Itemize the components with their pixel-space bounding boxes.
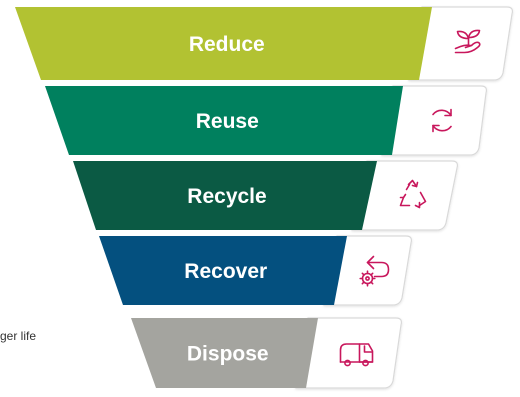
return-arrow-gear-icon bbox=[359, 255, 390, 287]
plant-in-hand-icon bbox=[454, 29, 481, 54]
icon-tab-reduce bbox=[408, 6, 514, 81]
side-caption-fragment: ger life bbox=[0, 329, 37, 343]
tier-reduce bbox=[15, 7, 432, 80]
tier-recycle bbox=[73, 161, 377, 230]
tier-label-recover: Recover bbox=[184, 260, 267, 283]
tier-label-reduce: Reduce bbox=[189, 33, 265, 56]
circular-arrows-icon bbox=[432, 108, 452, 133]
tier-label-dispose: Dispose bbox=[187, 343, 269, 366]
tier-dispose bbox=[131, 318, 318, 388]
tier-reuse bbox=[45, 86, 403, 155]
icon-tab-reuse bbox=[381, 85, 488, 156]
tier-label-reuse: Reuse bbox=[196, 110, 259, 133]
icon-tab-dispose bbox=[295, 317, 403, 389]
tier-recover bbox=[99, 236, 347, 305]
truck-icon bbox=[339, 343, 374, 367]
tier-label-recycle: Recycle bbox=[187, 185, 266, 208]
recycle-icon bbox=[399, 179, 427, 209]
